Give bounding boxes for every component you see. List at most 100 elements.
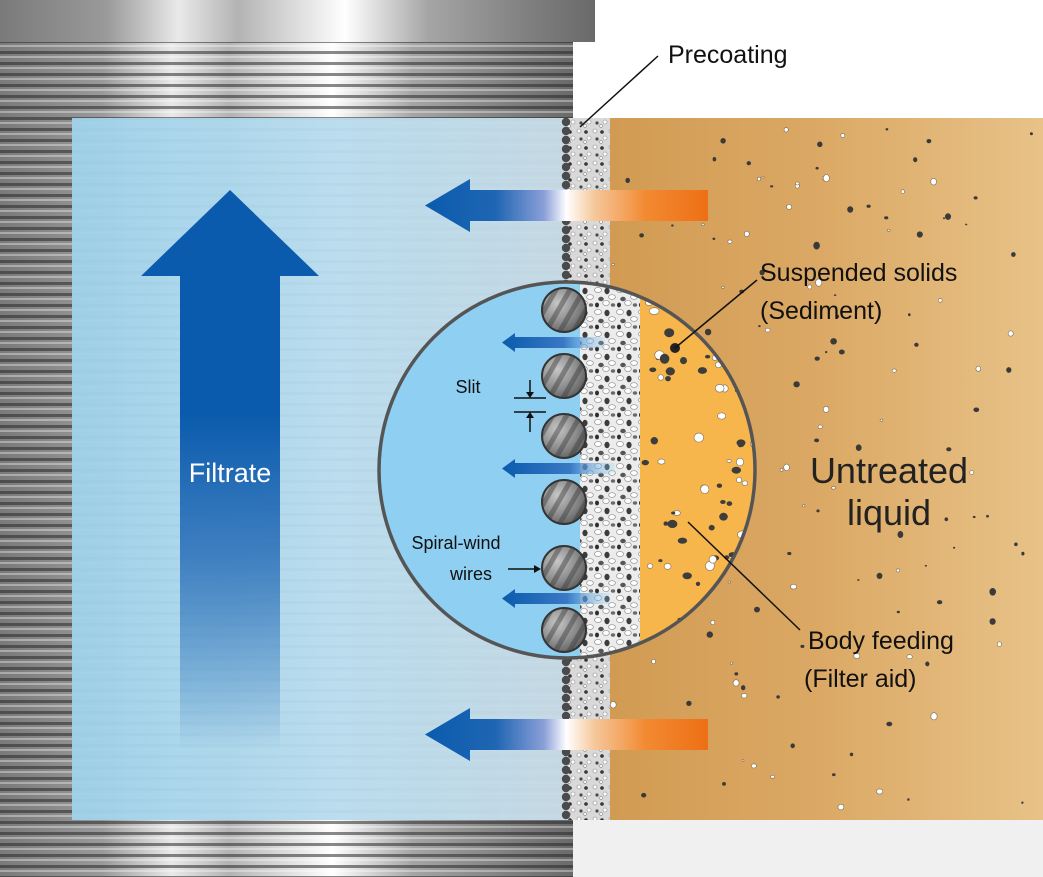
sediment-particle — [835, 314, 840, 319]
sediment-particle — [801, 504, 806, 508]
sediment-particle — [989, 588, 996, 596]
sediment-particle — [937, 298, 943, 303]
sediment-particle — [761, 176, 765, 179]
body-feed-particle — [647, 563, 654, 569]
body-feed-particle — [658, 559, 663, 563]
sediment-particle — [997, 641, 1002, 647]
sediment-particle — [972, 515, 976, 519]
body-feed-particle — [682, 572, 692, 580]
sediment-particle — [741, 693, 748, 699]
sediment-particle — [813, 241, 820, 250]
wire-stripe — [542, 354, 586, 398]
wire-edge-dot — [561, 261, 571, 271]
body-feed-particle — [664, 328, 675, 338]
sediment-particle — [886, 721, 893, 727]
sediment-particles — [609, 127, 1033, 811]
body-feed-particle — [648, 307, 660, 315]
sediment-particle — [916, 231, 923, 238]
wire-edge-dot — [561, 144, 571, 154]
sediment-particle — [926, 139, 932, 144]
sediment-particle — [908, 313, 911, 317]
wire-edge-dot — [561, 765, 571, 775]
body-feed-particle — [657, 458, 666, 465]
wire-edge-dot — [561, 792, 571, 802]
wire-edge-dot — [561, 117, 571, 127]
sediment-particle — [840, 133, 846, 138]
body-feed-particle — [680, 357, 687, 365]
sediment-particle — [879, 418, 884, 422]
sediment-particle — [906, 654, 913, 660]
sediment-particle — [924, 564, 928, 567]
body-feed-particle — [657, 374, 664, 381]
sediment-particle — [986, 514, 989, 518]
sediment-particle — [832, 773, 836, 777]
body-feed-particle — [738, 444, 743, 448]
body-feed-particle — [665, 367, 675, 376]
wire-stripe — [542, 414, 586, 458]
body-feed-particle — [650, 437, 658, 445]
sediment-particle — [847, 206, 854, 213]
sediment-particle — [686, 700, 692, 707]
wire-edge-dot — [561, 153, 571, 163]
body-feed-particle — [708, 555, 717, 564]
sediment-particle — [704, 328, 712, 336]
sediment-particle — [625, 177, 630, 183]
body-feed-particle — [731, 466, 741, 474]
sediment-particle — [953, 546, 956, 549]
body-feed-particle — [708, 524, 715, 531]
body-feed-particle — [726, 459, 732, 463]
sediment-particle — [757, 176, 761, 182]
wire-edge-dot — [561, 270, 571, 280]
wire-edge-dot — [561, 666, 571, 676]
flow-arrow-small-2 — [502, 459, 615, 478]
wire-edge-dot — [561, 801, 571, 811]
filtrate-up-arrow — [141, 190, 319, 750]
sediment-particle — [849, 752, 854, 757]
body-feed-particle — [671, 511, 676, 515]
body-feed-particle — [714, 384, 725, 393]
sediment-particle — [857, 579, 860, 581]
sediment-particle — [989, 618, 996, 625]
sediment-particle — [822, 405, 830, 413]
body-feed-particle — [717, 412, 727, 420]
body-feed-particle — [700, 484, 710, 495]
sediment-particle — [734, 672, 739, 676]
sediment-particle — [814, 438, 820, 443]
sediment-particle — [741, 759, 745, 762]
sediment-particle — [897, 531, 904, 538]
body-feed-particle — [719, 512, 728, 521]
body-feed-particle — [736, 439, 746, 447]
body-feed-particle — [695, 581, 701, 587]
sediment-particle — [837, 803, 845, 811]
sediment-particle — [786, 204, 792, 210]
sediment-particle — [770, 185, 774, 188]
sediment-particle — [722, 782, 726, 786]
sediment-particle — [831, 486, 836, 490]
sediment-particle — [853, 653, 861, 659]
sediment-particle — [930, 178, 937, 186]
flow-arrow-bottom — [425, 708, 708, 761]
body-feed-particle — [716, 483, 723, 488]
wire-edge-dot — [561, 675, 571, 685]
wire-edge-dot — [561, 243, 571, 253]
sediment-particle — [823, 174, 830, 182]
body-feed-particle — [697, 367, 708, 374]
sediment-particle — [914, 342, 919, 347]
wire-edge-dot — [561, 810, 571, 820]
sediment-particle — [770, 774, 775, 779]
body-feed-particle — [741, 480, 749, 486]
sediment-particle — [609, 701, 617, 709]
sediment-particle — [815, 278, 823, 287]
sediment-particle — [1021, 551, 1025, 556]
body-feed-particle — [663, 563, 672, 570]
body-feed-particle — [663, 521, 669, 526]
sediment-particle — [973, 196, 978, 200]
untreated-label-line2: liquid — [847, 492, 931, 533]
sediment-particle — [764, 327, 771, 333]
sediment-particle — [969, 470, 975, 475]
sediment-particle — [1007, 330, 1014, 337]
sediment-particle — [936, 600, 943, 605]
wire-stripe — [542, 480, 586, 524]
sediment-particle — [895, 568, 901, 573]
body-feed-particle — [667, 519, 678, 529]
